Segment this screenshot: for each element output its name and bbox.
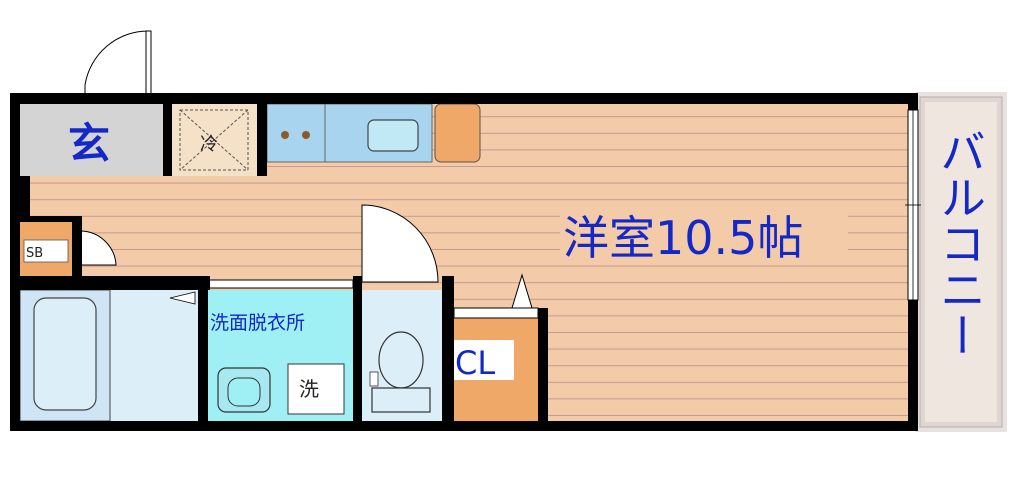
washroom: [207, 279, 354, 421]
entrance-floor: [20, 104, 163, 176]
western-room-label: 洋室10.5帖: [563, 211, 803, 265]
shoe-box: [20, 222, 72, 276]
toilet-tank: [371, 387, 431, 413]
stove-burner-left: [281, 131, 289, 139]
toilet-room: [362, 290, 442, 421]
entrance-door: [84, 30, 152, 98]
shoe-box-label: SB: [26, 246, 43, 261]
toilet-door: [361, 204, 439, 283]
fridge-space: [172, 104, 257, 176]
kitchen-counter: [266, 103, 481, 163]
shoe-box-door: [79, 230, 117, 266]
stove-burner-right: [302, 131, 310, 139]
kitchen-sink: [367, 119, 419, 152]
closet-label: CL: [455, 344, 495, 382]
washer-space: [287, 363, 345, 415]
balcony-label: バルコニー: [933, 128, 987, 358]
toilet-bowl: [378, 331, 424, 389]
kitchen-cabinet: [434, 103, 481, 163]
balcony: [915, 92, 1007, 432]
bathroom: [19, 289, 198, 422]
fridge-label: 冷: [200, 134, 218, 155]
washer-label: 洗: [299, 377, 319, 401]
bathtub: [33, 297, 97, 411]
balcony-window: [905, 109, 921, 301]
washroom-label: 洗面脱衣所: [210, 312, 305, 334]
entrance-label: 玄: [68, 119, 110, 168]
